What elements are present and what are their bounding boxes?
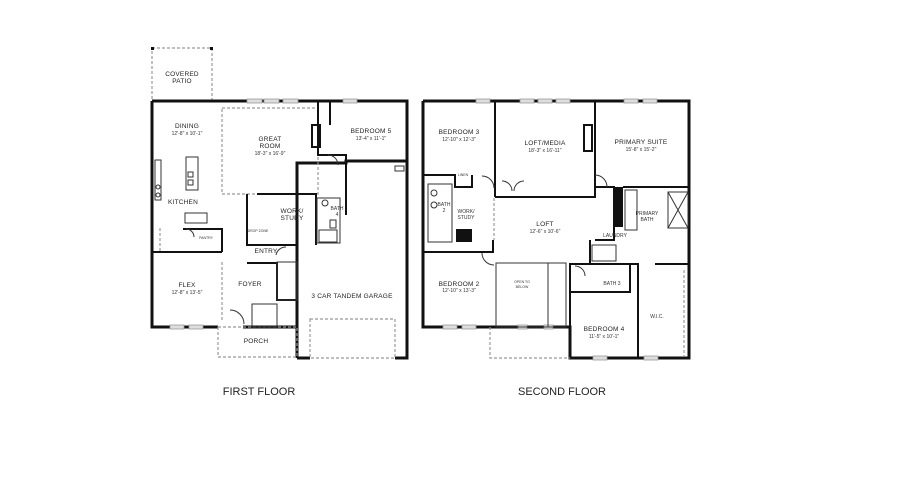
loft-media-dimensions: 18'-3" x 16'-11" xyxy=(528,148,561,154)
primary-suite-label: PRIMARY SUITE xyxy=(615,139,668,146)
covered-patio-label: COVERED xyxy=(165,71,199,78)
bath4-label: BATH xyxy=(331,206,344,212)
laundry-label: LAUNDRY xyxy=(603,233,627,239)
bedroom4-dimensions: 11'-5" x 10'-1" xyxy=(589,334,620,340)
loft-label: LOFT xyxy=(536,221,553,228)
great-room-label: GREAT xyxy=(259,136,282,143)
primary-suite-dimensions: 15'-8" x 15'-2" xyxy=(626,147,657,153)
first-floor-plan: COVERED PATIO DINING 12'-8" x 10'-1" GRE… xyxy=(150,47,409,398)
work-study-label: WORK/ xyxy=(280,208,303,215)
flex-label: FLEX xyxy=(178,282,196,289)
bedroom3-label: BEDROOM 3 xyxy=(439,129,480,136)
work-study-label: WORK/ xyxy=(458,209,476,215)
exterior-wall xyxy=(152,99,409,163)
kitchen-label: KITCHEN xyxy=(168,199,198,206)
porch-label: PORCH xyxy=(244,338,269,345)
bedroom2-dimensions: 12'-10" x 13'-3" xyxy=(442,288,476,294)
dining-dimensions: 12'-8" x 10'-1" xyxy=(172,131,203,137)
work-study-label: STUDY xyxy=(458,215,476,221)
covered-patio-label: PATIO xyxy=(172,78,192,85)
drop-zone-label: DROP ZONE xyxy=(248,229,269,233)
foyer-label: FOYER xyxy=(238,281,261,288)
primary-bath-label: PRIMARY xyxy=(636,211,659,217)
second-floor-title: SECOND FLOOR xyxy=(518,386,606,398)
wic-label: W.I.C. xyxy=(650,314,664,320)
bath3-label: BATH 3 xyxy=(603,281,620,287)
bath2-label: 2 xyxy=(443,208,446,214)
work-study-label: STUDY xyxy=(280,215,303,222)
bath2-label: BATH xyxy=(438,202,451,208)
bedroom2-label: BEDROOM 2 xyxy=(439,281,480,288)
entry-label: ENTRY xyxy=(255,248,278,255)
first-floor-title: FIRST FLOOR xyxy=(223,386,296,398)
bedroom3-dimensions: 12'-10" x 12'-3" xyxy=(442,137,476,143)
bedroom4-label: BEDROOM 4 xyxy=(584,326,625,333)
linen-label: LINEN xyxy=(458,173,469,177)
primary-bath-label: BATH xyxy=(641,217,654,223)
loft-dimensions: 12'-6" x 10'-6" xyxy=(530,229,561,235)
pantry-label: PANTRY xyxy=(199,236,214,240)
dining-label: DINING xyxy=(175,123,199,130)
second-floor-plan: BEDROOM 3 12'-10" x 12'-3" LOFT/MEDIA 18… xyxy=(421,98,691,398)
loft-media-label: LOFT/MEDIA xyxy=(524,140,565,147)
flex-dimensions: 12'-8" x 13'-5" xyxy=(172,290,203,296)
garage-label: 3 CAR TANDEM GARAGE xyxy=(311,293,393,300)
great-room-label: ROOM xyxy=(259,143,280,150)
open-to-below-label: BELOW xyxy=(516,285,529,289)
great-room-dimensions: 18'-3" x 16'-9" xyxy=(255,151,286,157)
bedroom5-dimensions: 13'-4" x 11'-1" xyxy=(356,136,387,142)
garage-door xyxy=(309,318,396,359)
bedroom5-label: BEDROOM 5 xyxy=(351,128,392,135)
open-to-below-label: OPEN TO xyxy=(514,280,530,284)
bath4-label: 4 xyxy=(336,212,339,218)
porch-outline xyxy=(217,326,298,358)
